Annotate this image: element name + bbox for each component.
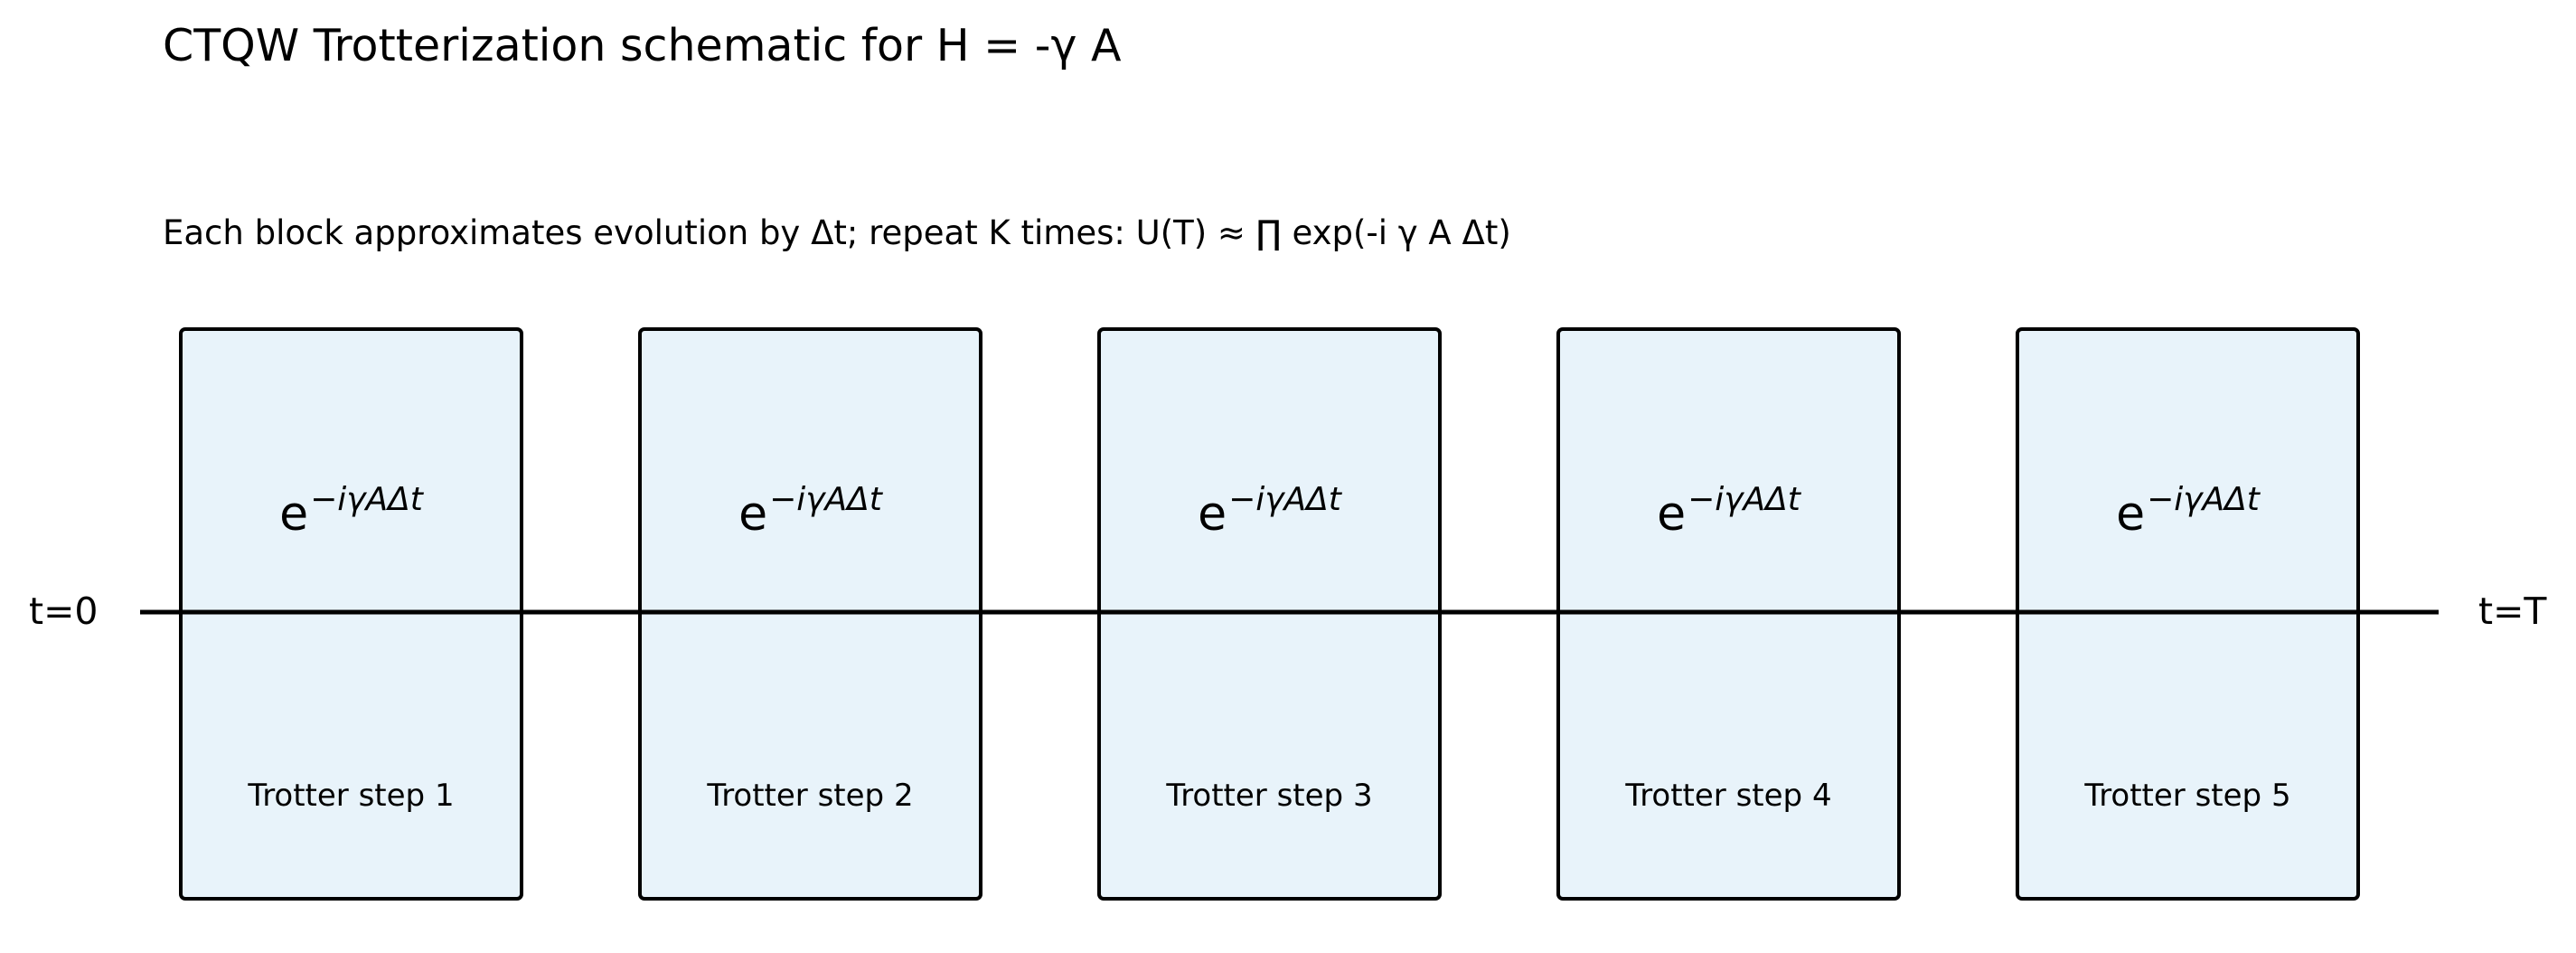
trotter-step-label: Trotter step 4 (1624, 778, 1831, 814)
trotter-operator: e−iγAΔt (738, 481, 884, 542)
operator-exponent: −iγAΔt (310, 481, 425, 518)
trotter-step-label: Trotter step 1 (247, 778, 454, 814)
operator-base: e (1657, 487, 1686, 542)
trotter-step-label: Trotter step 5 (2083, 778, 2290, 814)
operator-base: e (1198, 487, 1227, 542)
trotter-step-label: Trotter step 2 (706, 778, 913, 814)
timeline-start-label: t=0 (29, 590, 99, 633)
trotter-operator: e−iγAΔt (279, 481, 425, 542)
trotter-operator: e−iγAΔt (1657, 481, 1802, 542)
operator-exponent: −iγAΔt (1688, 481, 1802, 518)
trotter-operator: e−iγAΔt (2116, 481, 2261, 542)
timeline-end-label: t=T (2478, 590, 2547, 633)
operator-exponent: −iγAΔt (1228, 481, 1343, 518)
diagram-title: CTQW Trotterization schematic for H = -γ… (163, 20, 1122, 71)
operator-base: e (738, 487, 767, 542)
operator-base: e (2116, 487, 2145, 542)
diagram-subtitle: Each block approximates evolution by Δt;… (163, 213, 1511, 252)
operator-base: e (279, 487, 308, 542)
operator-exponent: −iγAΔt (769, 481, 884, 518)
trotter-step-label: Trotter step 3 (1165, 778, 1372, 814)
operator-exponent: −iγAΔt (2147, 481, 2261, 518)
trotter-operator: e−iγAΔt (1198, 481, 1343, 542)
